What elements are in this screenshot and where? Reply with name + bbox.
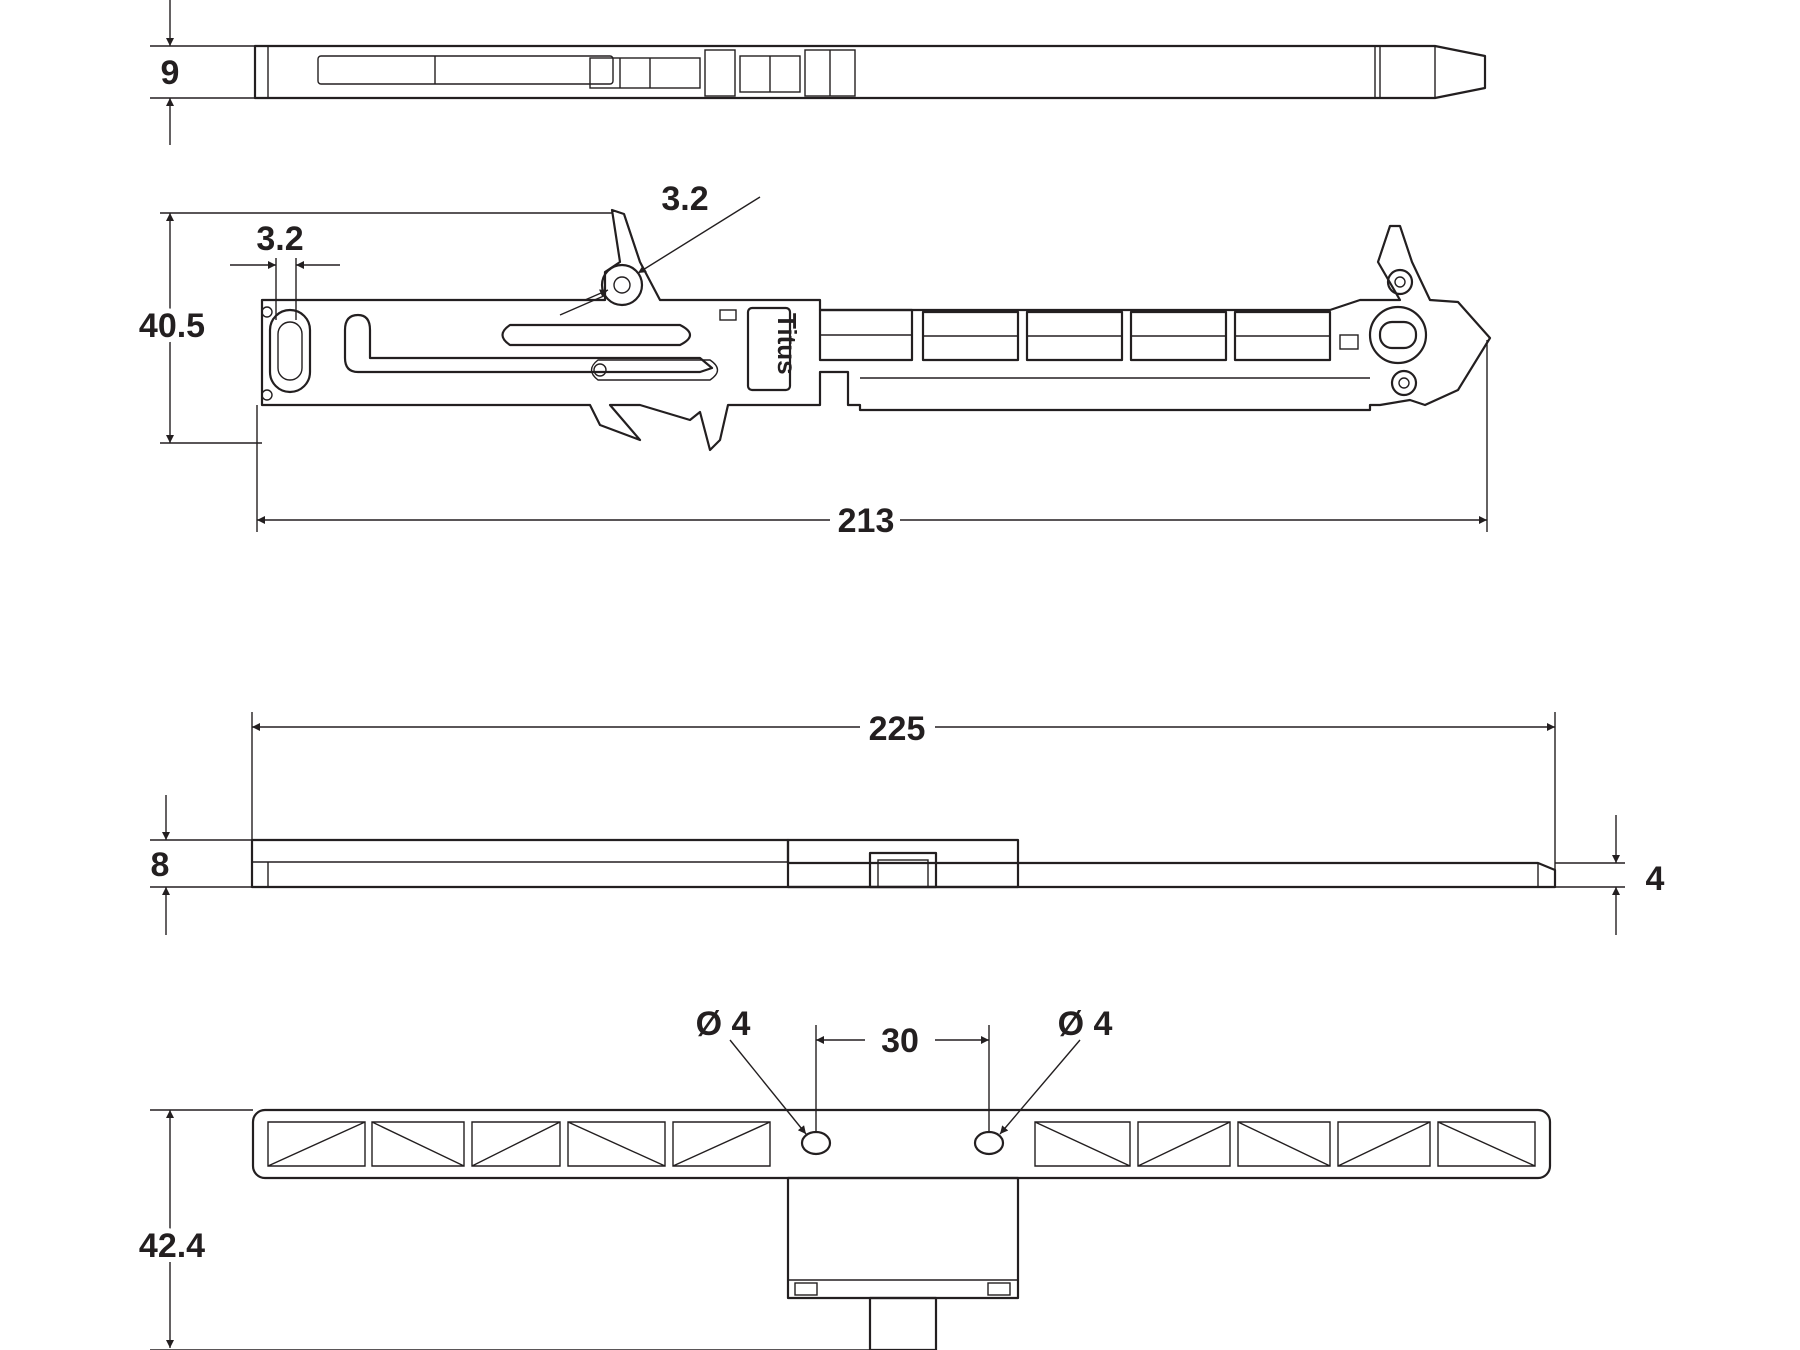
pivot-diameter-dimension: 3.2	[559, 180, 761, 316]
top-view-body	[253, 44, 1487, 100]
side-view-length-dimension: 213	[256, 340, 1488, 540]
right-hole-diameter-callout: Ø 4	[999, 1005, 1113, 1135]
top-view-height-label: 9	[161, 54, 180, 92]
top-view: 9	[150, 0, 1487, 145]
bottom-view-height-label: 42.4	[139, 1227, 205, 1265]
hole-spacing-dimension: 30	[815, 1022, 990, 1132]
mounting-hole-left	[800, 1130, 832, 1156]
rail-body	[250, 838, 1557, 889]
left-hole-diameter-callout: Ø 4	[696, 1005, 807, 1135]
rail-length-dimension: 225	[251, 710, 1556, 870]
side-view-body: Titus	[260, 208, 1492, 452]
side-view: Titus	[134, 180, 1492, 540]
pivot-diameter-label: 3.2	[661, 180, 708, 218]
hole-spacing-label: 30	[881, 1022, 919, 1060]
left-hole-diameter-label: Ø 4	[696, 1005, 751, 1043]
top-view-height-dimension: 9	[150, 0, 255, 145]
bottom-view-height-dimension: 42.4	[134, 1109, 870, 1350]
side-view-height-dimension: 40.5	[134, 212, 612, 444]
rail-thickness-label: 4	[1646, 860, 1665, 898]
mounting-hole-right	[973, 1130, 1005, 1156]
rail-view: 225 8 4	[150, 710, 1665, 935]
bottom-view-body	[251, 1108, 1552, 1350]
titus-logo: Titus	[772, 313, 802, 375]
bottom-view: 30 Ø 4 Ø 4 42.4	[134, 1005, 1552, 1350]
side-view-height-label: 40.5	[139, 307, 205, 345]
rail-thickness-dimension: 4	[1555, 815, 1665, 935]
rail-height-label: 8	[151, 846, 170, 884]
side-view-length-label: 213	[838, 502, 895, 540]
slot-width-label: 3.2	[256, 220, 303, 258]
slot-width-dimension: 3.2	[230, 220, 340, 320]
rail-length-label: 225	[869, 710, 926, 748]
right-hole-diameter-label: Ø 4	[1058, 1005, 1113, 1043]
rail-height-dimension: 8	[150, 795, 252, 935]
